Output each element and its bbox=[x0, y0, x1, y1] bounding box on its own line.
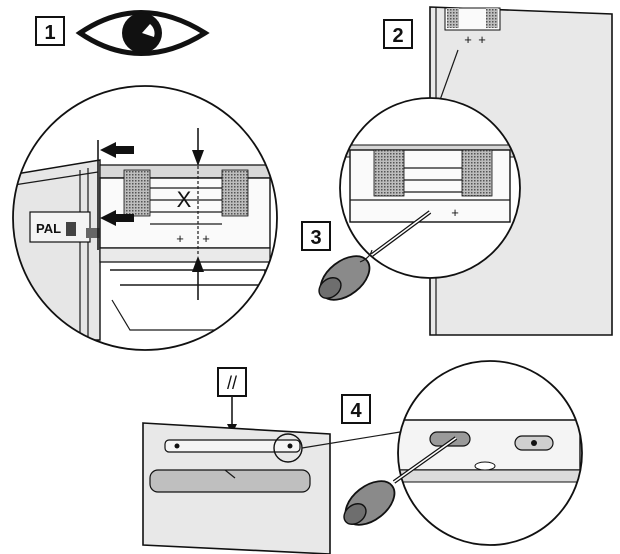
step-1-number: 1 bbox=[44, 22, 55, 44]
detail-circle-3: + bbox=[339, 97, 521, 279]
step-3-box: 3 bbox=[301, 221, 331, 251]
detail-circle-1: PAL bbox=[12, 85, 278, 351]
door-panel-lower bbox=[142, 422, 401, 554]
mark-plus-right: + bbox=[202, 231, 210, 246]
screwdriver-icon-2 bbox=[343, 436, 458, 526]
step-2-number: 2 bbox=[392, 25, 403, 47]
door-mark-left: + bbox=[464, 32, 472, 47]
parallel-symbol-box: // bbox=[217, 367, 247, 397]
eye-icon bbox=[75, 10, 210, 56]
detail3-mark: + bbox=[451, 205, 459, 220]
step-3-number: 3 bbox=[310, 227, 321, 249]
step-4-number: 4 bbox=[350, 400, 362, 422]
step-2-box: 2 bbox=[383, 19, 413, 49]
gap-x-label: X bbox=[177, 187, 192, 212]
step-1-box: 1 bbox=[35, 16, 65, 46]
step-4-box: 4 bbox=[341, 394, 371, 424]
svg-text:PAL: PAL bbox=[36, 221, 61, 236]
mark-plus-left: + bbox=[176, 231, 184, 246]
door-mark-right: + bbox=[478, 32, 486, 47]
detail-circle-4 bbox=[397, 360, 583, 546]
parallel-icon: // bbox=[227, 373, 237, 393]
screwdriver-icon bbox=[318, 210, 432, 301]
